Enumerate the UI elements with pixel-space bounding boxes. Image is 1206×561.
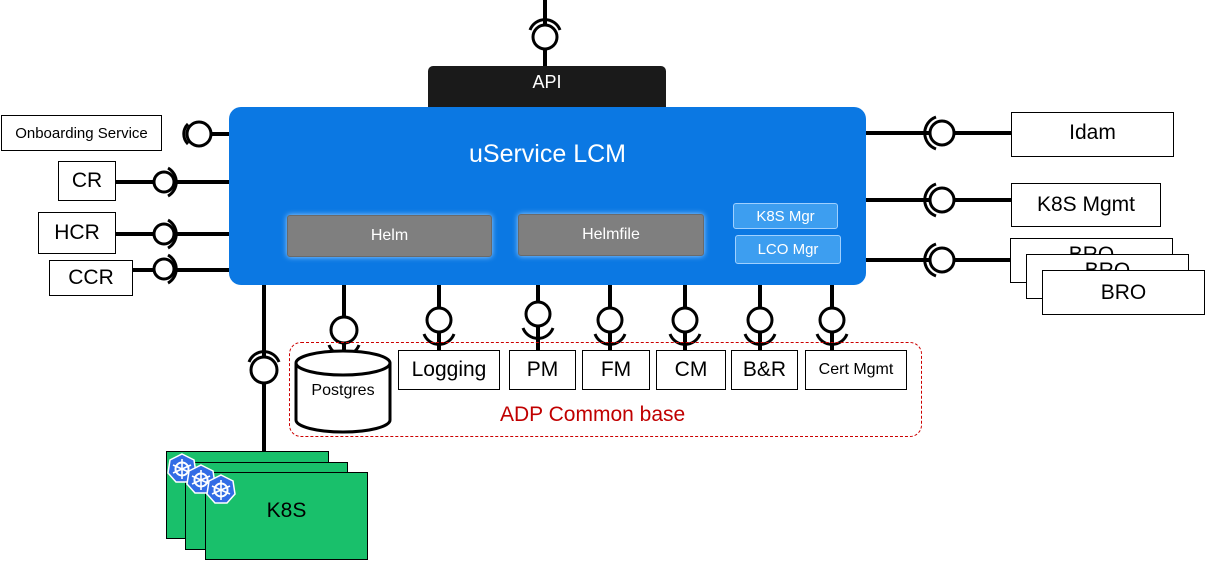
postgres-database-icon bbox=[294, 349, 392, 434]
lcm-title: uService LCM bbox=[469, 140, 626, 168]
idam-box[interactable]: Idam bbox=[1011, 112, 1174, 157]
ccr-box[interactable]: CCR bbox=[49, 260, 133, 296]
k8s-mgr-component[interactable]: K8S Mgr bbox=[733, 203, 838, 229]
onboarding-service-box[interactable]: Onboarding Service bbox=[1, 115, 162, 151]
cert-mgmt-box[interactable]: Cert Mgmt bbox=[805, 350, 907, 390]
helm-component[interactable]: Helm bbox=[287, 215, 492, 257]
kubernetes-icon bbox=[206, 474, 236, 504]
fm-box[interactable]: FM bbox=[582, 350, 650, 390]
cm-box[interactable]: CM bbox=[656, 350, 726, 390]
helmfile-component[interactable]: Helmfile bbox=[518, 214, 704, 256]
lco-mgr-component[interactable]: LCO Mgr bbox=[735, 235, 841, 264]
bro-box-front[interactable]: BRO bbox=[1042, 270, 1205, 315]
postgres-label: Postgres bbox=[311, 382, 375, 399]
cr-box[interactable]: CR bbox=[58, 161, 116, 201]
adp-common-base-group bbox=[289, 342, 922, 437]
logging-box[interactable]: Logging bbox=[398, 350, 500, 390]
pm-box[interactable]: PM bbox=[509, 350, 576, 390]
adp-common-base-label: ADP Common base bbox=[500, 403, 686, 426]
hcr-box[interactable]: HCR bbox=[38, 212, 116, 254]
k8s-label: K8S bbox=[266, 499, 307, 522]
api-label: API bbox=[532, 72, 562, 92]
b-and-r-box[interactable]: B&R bbox=[731, 350, 798, 390]
k8s-mgmt-box[interactable]: K8S Mgmt bbox=[1011, 183, 1161, 227]
